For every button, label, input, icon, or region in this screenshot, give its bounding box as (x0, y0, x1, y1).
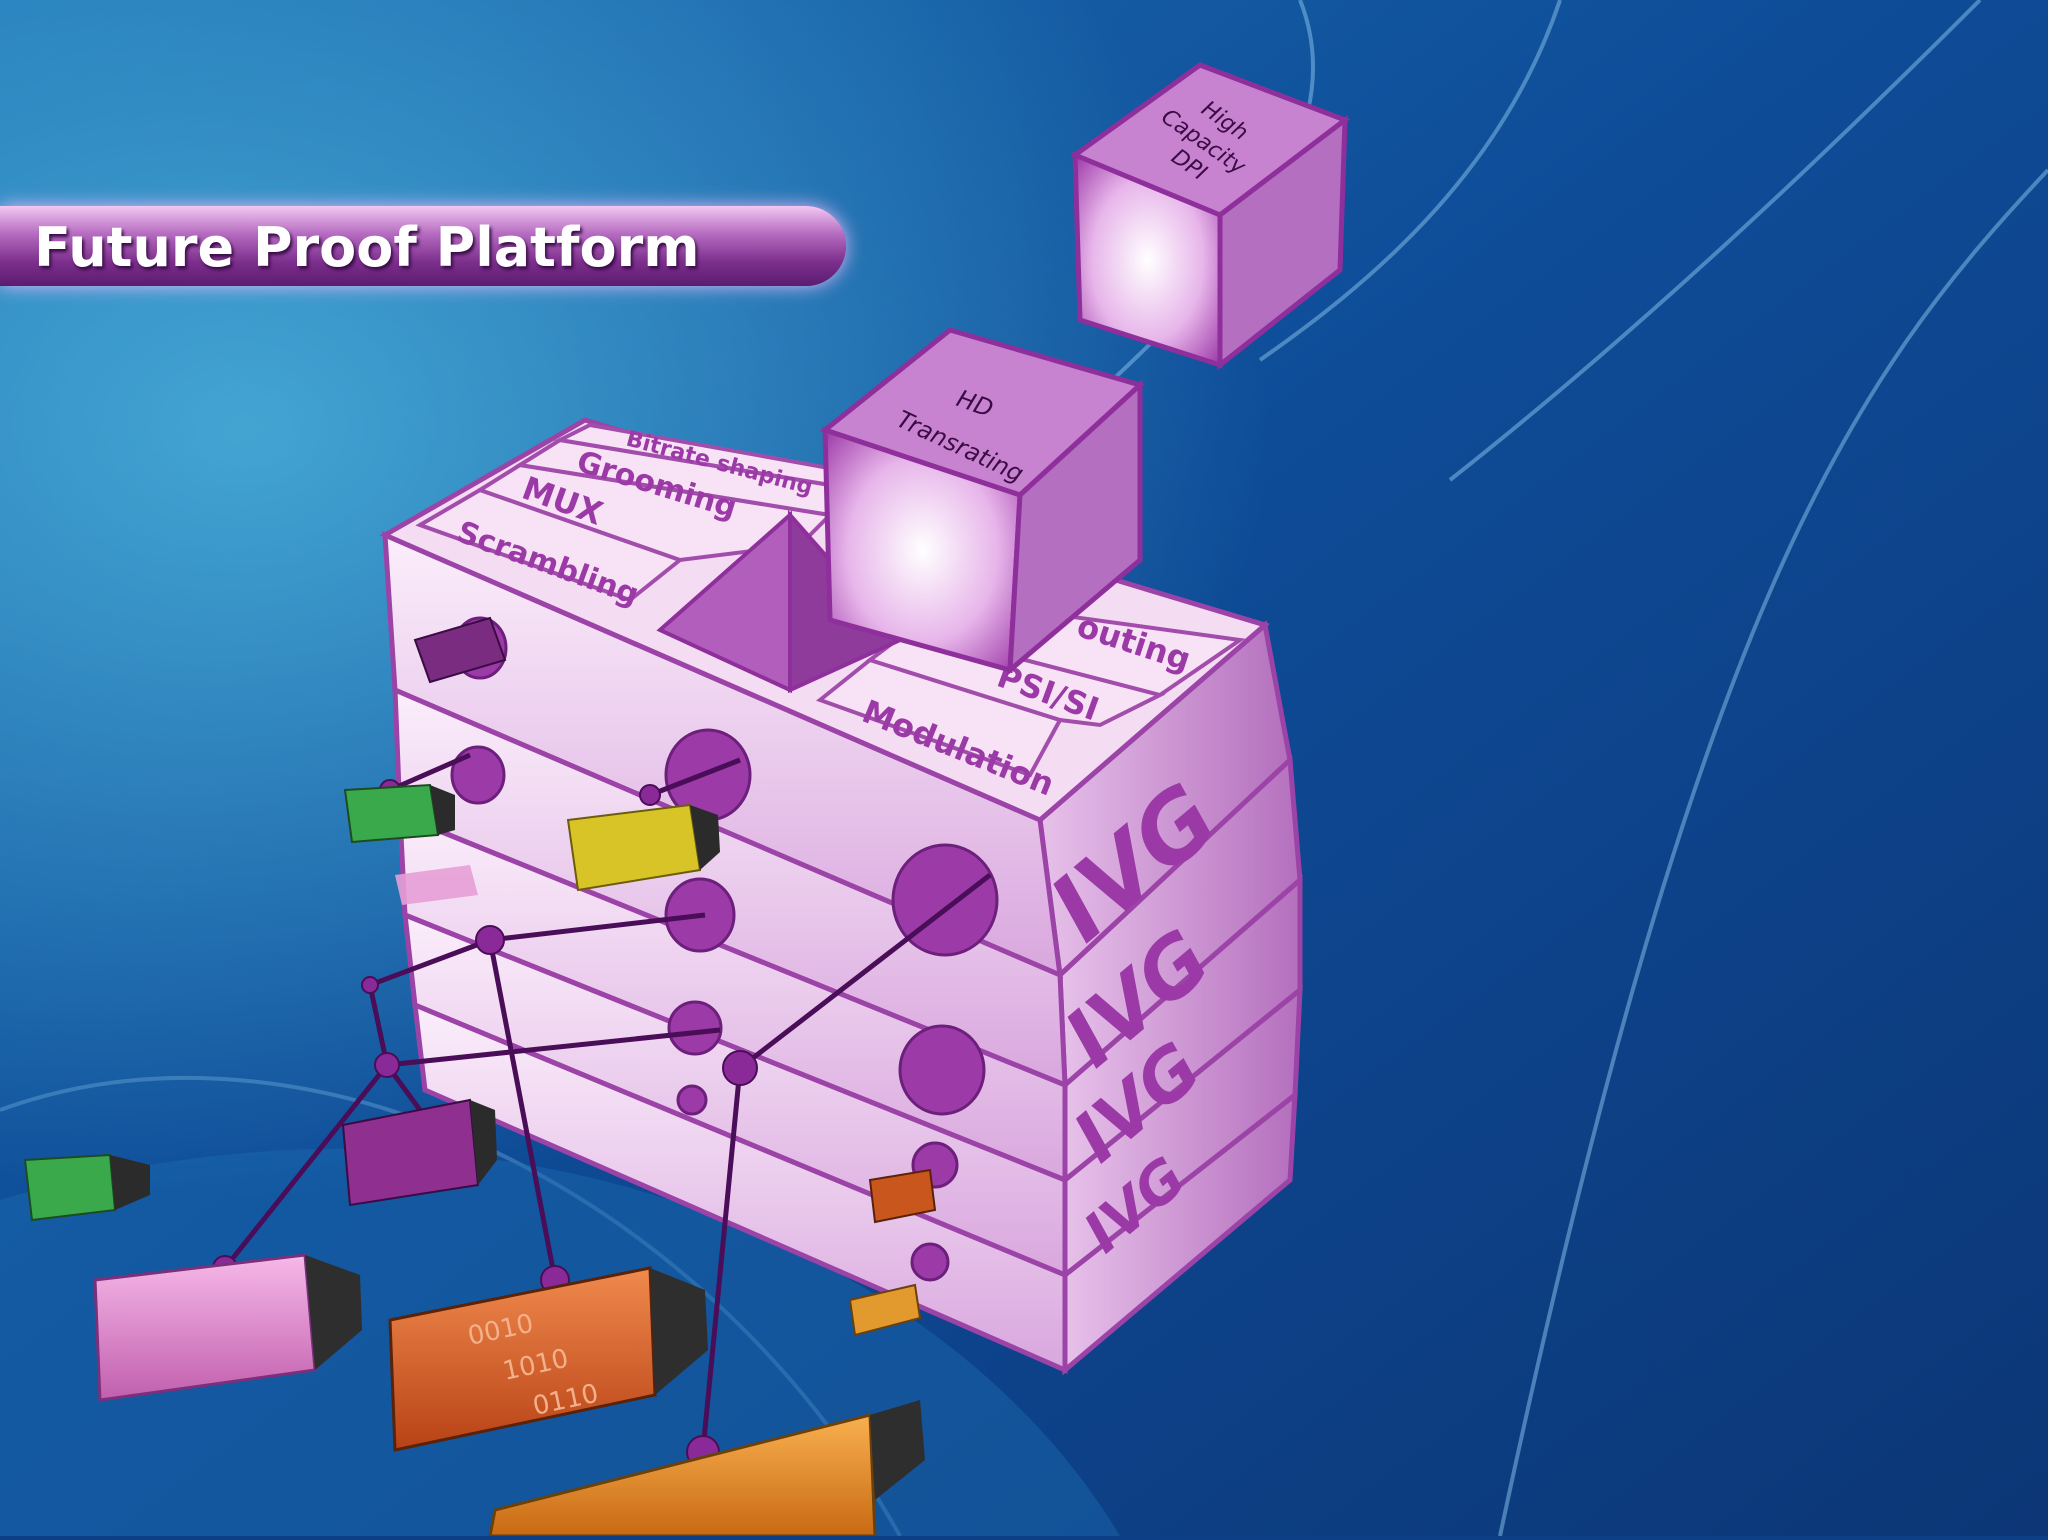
brick-purple-mid (341, 1098, 497, 1207)
ivg-front-faces (382, 531, 1068, 1374)
brick-gold-large (488, 1400, 925, 1538)
brick-pink-small (395, 865, 478, 905)
connector-bricks: 0010 1010 0110 (23, 616, 937, 1538)
cube-high-capacity-dpi: High Capacity DPI (1069, 62, 1351, 371)
brick-orange-large: 0010 1010 0110 (388, 1266, 708, 1452)
brick-pink-large (93, 1253, 362, 1402)
cube-hd-transrating: HD Transrating (819, 327, 1145, 676)
brick-green-1 (343, 783, 455, 844)
connection-lines (223, 752, 992, 1451)
brick-yellow (566, 803, 720, 892)
brick-orange-small (868, 1168, 937, 1224)
brick-gold-small (848, 1283, 922, 1337)
title-banner: Future Proof Platform (0, 206, 846, 286)
brick-purple-top (413, 616, 507, 684)
page-title: Future Proof Platform (34, 216, 700, 279)
brick-green-2 (23, 1153, 150, 1222)
